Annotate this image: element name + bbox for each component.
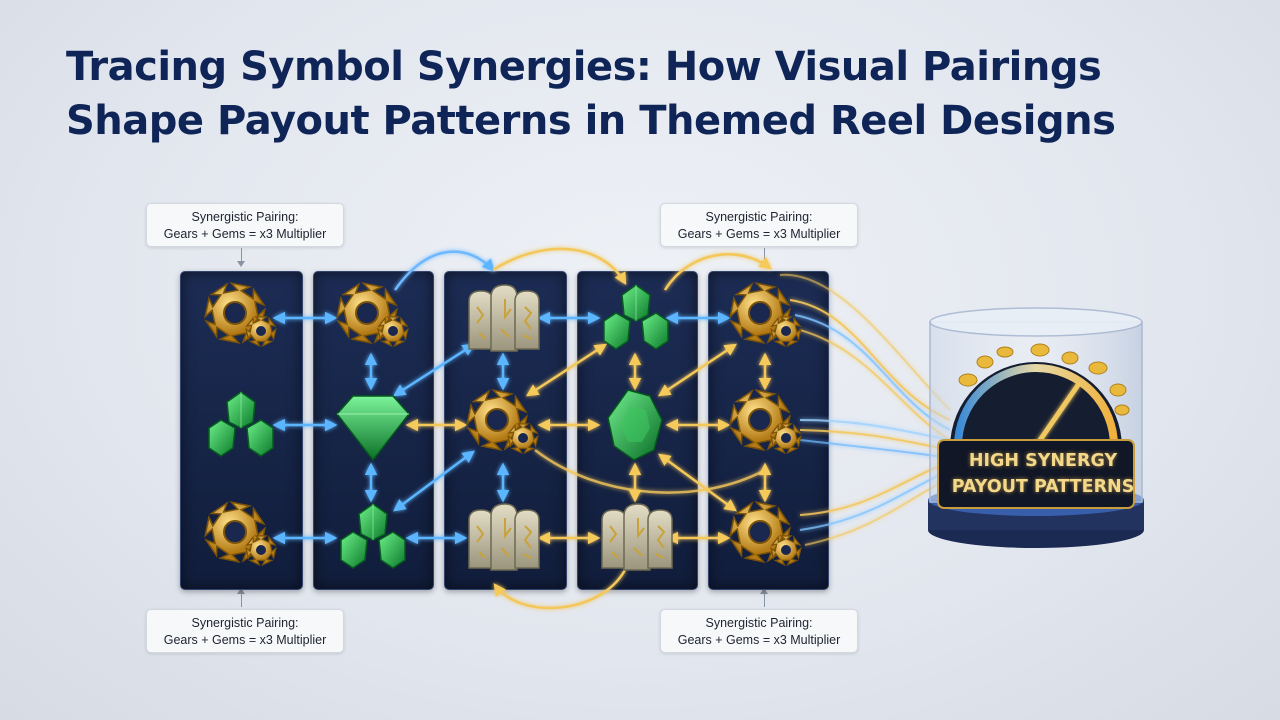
callout-detail: Gears + Gems = x3 Multiplier — [163, 633, 327, 647]
title-line-2: Shape Payout Patterns in Themed Reel Des… — [66, 98, 1116, 144]
gem-cluster-icon — [331, 496, 415, 580]
callout-detail: Gears + Gems = x3 Multiplier — [163, 227, 327, 241]
rune-stones-icon — [461, 277, 545, 361]
page-title: Tracing Symbol Synergies: How Visual Pai… — [66, 40, 1226, 148]
gem-cluster-icon — [594, 277, 678, 361]
callout-bottom-right: Synergistic Pairing: Gears + Gems = x3 M… — [660, 609, 858, 653]
gauge-line-2: PAYOUT PATTERNS — [951, 477, 1135, 497]
rune-stones-icon — [594, 496, 678, 580]
gear-icon — [724, 277, 808, 361]
callout-heading: Synergistic Pairing: — [705, 616, 813, 630]
rune-stones-icon — [461, 496, 545, 580]
callout-heading: Synergistic Pairing: — [191, 616, 299, 630]
gold-coin-icons — [958, 343, 1130, 416]
payout-gauge-label: HIGH SYNERGY PAYOUT PATTERNS — [945, 448, 1141, 500]
callout-connector — [237, 588, 245, 607]
callout-top-left: Synergistic Pairing: Gears + Gems = x3 M… — [146, 203, 344, 247]
payout-jar — [928, 307, 1144, 548]
callout-connector — [760, 248, 768, 267]
callout-bottom-left: Synergistic Pairing: Gears + Gems = x3 M… — [146, 609, 344, 653]
callout-heading: Synergistic Pairing: — [705, 210, 813, 224]
callout-connector — [760, 588, 768, 607]
diamond-gem-icon — [331, 384, 415, 468]
callout-connector — [237, 248, 245, 267]
gear-icon — [331, 277, 415, 361]
gear-icon — [724, 384, 808, 468]
title-line-1: Tracing Symbol Synergies: How Visual Pai… — [66, 44, 1102, 90]
gear-icon — [724, 496, 808, 580]
gear-icon — [199, 277, 283, 361]
gem-cluster-icon — [199, 384, 283, 468]
callout-detail: Gears + Gems = x3 Multiplier — [677, 633, 841, 647]
emerald-gem-icon — [594, 384, 678, 468]
gear-icon — [199, 496, 283, 580]
callout-detail: Gears + Gems = x3 Multiplier — [677, 227, 841, 241]
gear-icon — [461, 384, 545, 468]
callout-top-right: Synergistic Pairing: Gears + Gems = x3 M… — [660, 203, 858, 247]
gauge-line-1: HIGH SYNERGY — [968, 451, 1118, 471]
callout-heading: Synergistic Pairing: — [191, 210, 299, 224]
